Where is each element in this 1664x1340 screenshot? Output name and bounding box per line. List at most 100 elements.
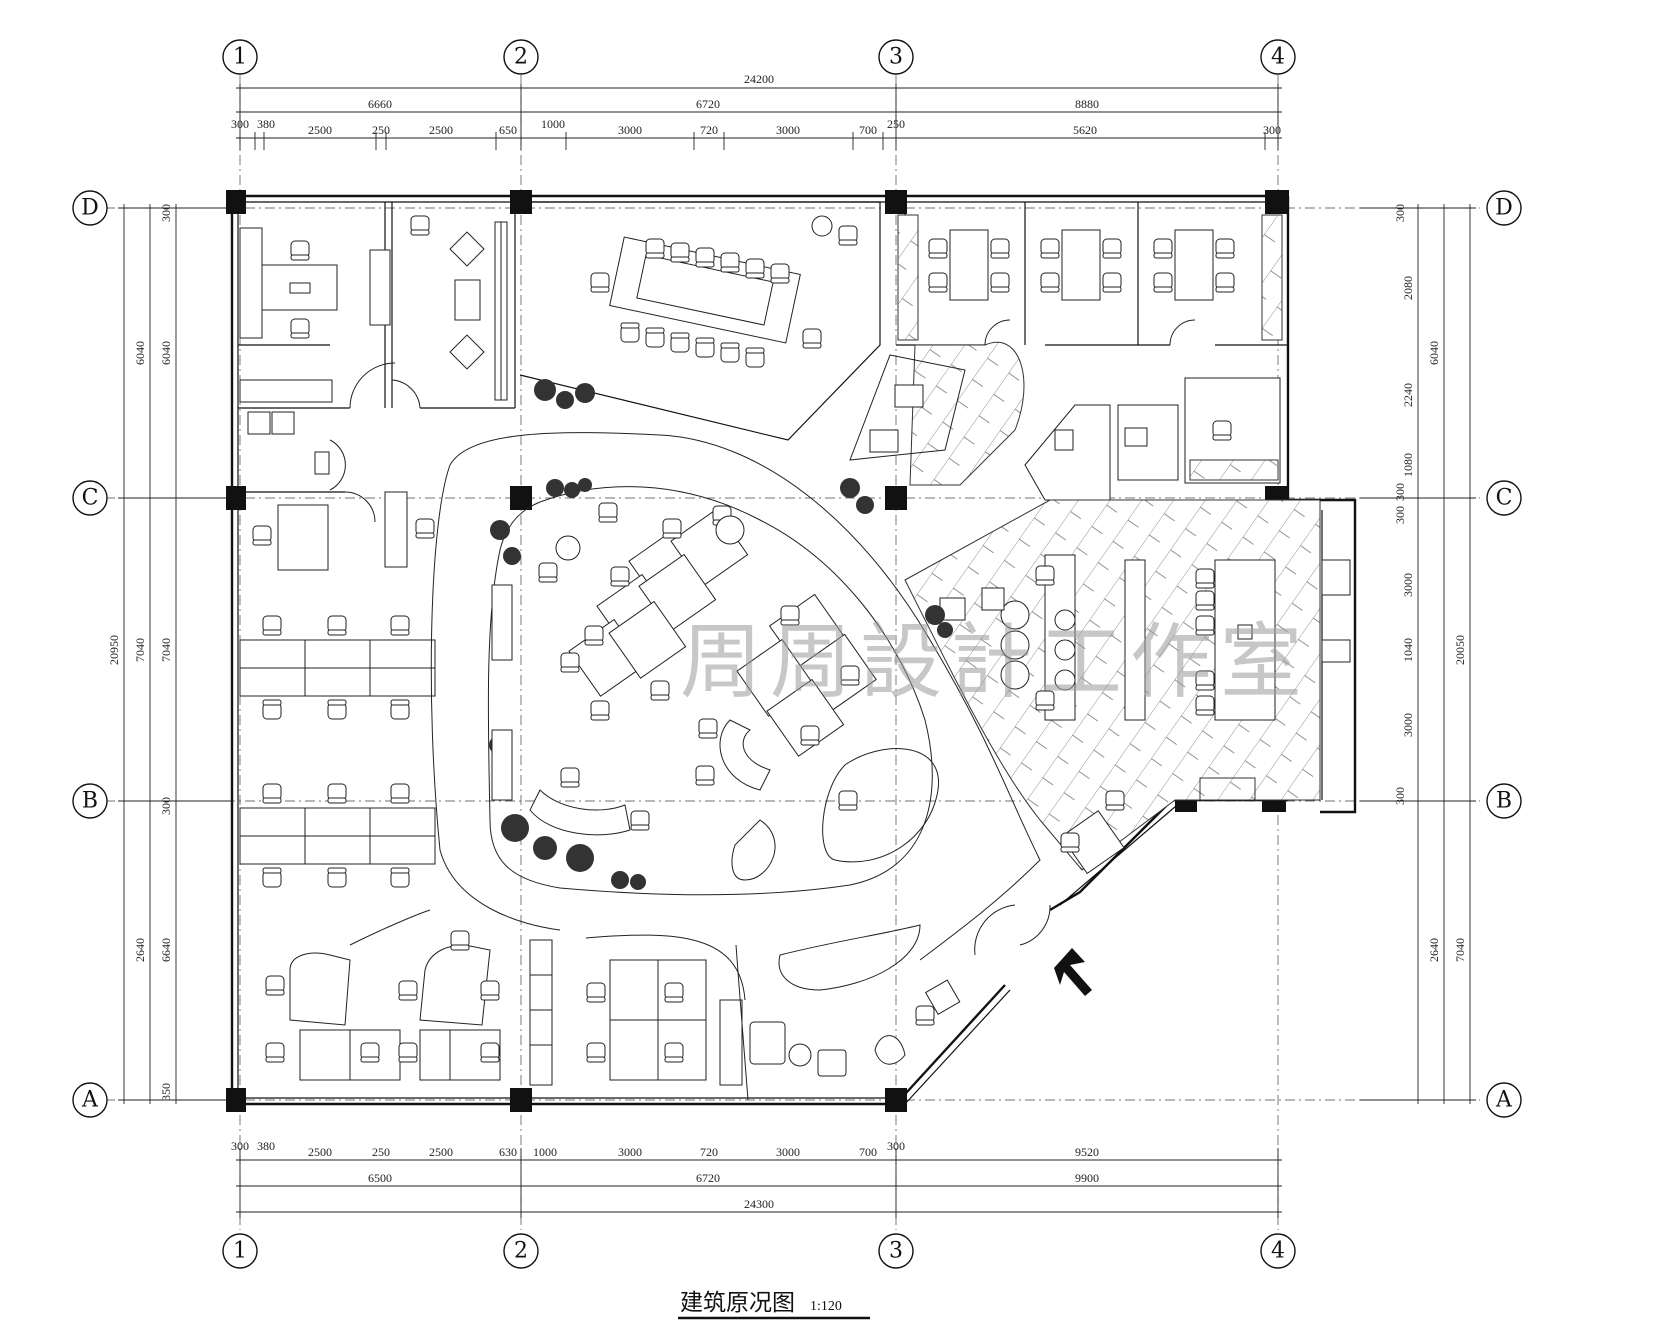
dim-bottom-detail-9: 720 (700, 1145, 718, 1159)
central-workstations (529, 502, 877, 881)
dim-top-detail-5: 2500 (429, 123, 453, 137)
dim-right-seg-1: 6040 (1427, 341, 1441, 365)
dim-bottom-detail-3: 2500 (308, 1145, 332, 1159)
dim-right-detail-5: 300 (1393, 483, 1407, 501)
axis-label-2-top: 2 (514, 45, 528, 70)
dim-top-detail-14: 300 (1263, 123, 1281, 137)
dim-left-detail-2: 6040 (159, 341, 173, 365)
bottom-dimensions: 300 380 2500 250 2500 630 1000 3000 720 … (231, 1139, 1282, 1218)
axis-label-D-right: D (1495, 196, 1513, 221)
dim-bottom-detail-2: 380 (257, 1139, 275, 1153)
dim-left-total: 20950 (107, 635, 121, 665)
dim-bottom-detail-11: 700 (859, 1145, 877, 1159)
dim-right-detail-3: 2240 (1401, 383, 1415, 407)
dim-left-seg-1: 6040 (133, 341, 147, 365)
axis-bubbles-top: 1 2 3 4 (222, 39, 1296, 75)
entrance (974, 904, 1092, 996)
dim-left-detail-5: 6640 (159, 938, 173, 962)
axis-label-1-top: 1 (233, 45, 247, 70)
axis-label-D-left: D (81, 196, 99, 221)
office-suite-top-left (238, 202, 516, 491)
dim-top-detail-6: 650 (499, 123, 517, 137)
central-planters (489, 478, 953, 890)
drawing-title-block: 建筑原况图 1:120 (678, 1290, 870, 1320)
entrance-arrow-icon (1054, 948, 1092, 996)
axis-label-C-left: C (82, 486, 99, 511)
dim-bottom-detail-12: 300 (887, 1139, 905, 1153)
watermark: 周周設計工作室 (680, 615, 1310, 710)
dim-right-detail-1: 300 (1393, 204, 1407, 222)
drawing-scale: 1:120 (810, 1299, 842, 1314)
dim-top-detail-8: 3000 (618, 123, 642, 137)
dim-top-detail-11: 700 (859, 123, 877, 137)
dim-right-total: 20050 (1453, 635, 1467, 665)
dim-right-detail-4: 1080 (1401, 453, 1415, 477)
left-dimensions: 20950 6040 7040 2640 300 6040 7040 300 6… (107, 204, 232, 1104)
dim-top-seg-1: 6660 (368, 97, 392, 111)
dim-right-detail-8: 1040 (1401, 638, 1415, 662)
axis-label-B-right: B (1496, 789, 1512, 814)
dim-left-detail-1: 300 (159, 204, 173, 222)
dim-left-detail-3: 7040 (159, 638, 173, 662)
dim-bottom-detail-7: 1000 (533, 1145, 557, 1159)
dim-bottom-detail-13: 9520 (1075, 1145, 1099, 1159)
dim-right-seg-3: 7040 (1453, 938, 1467, 962)
dim-top-detail-3: 2500 (308, 123, 332, 137)
dim-top-detail-10: 3000 (776, 123, 800, 137)
dim-top-detail-13: 5620 (1073, 123, 1097, 137)
dim-bottom-total: 24300 (744, 1197, 774, 1211)
pantry-area (904, 499, 1351, 875)
dim-right-detail-10: 300 (1393, 787, 1407, 805)
dim-top-detail-9: 720 (700, 123, 718, 137)
dim-top-seg-3: 8880 (1075, 97, 1099, 111)
top-dimensions: 24200 6660 6720 8880 300 380 2500 250 25… (231, 72, 1282, 150)
planter-meeting (534, 379, 874, 514)
dim-top-detail-4: 250 (372, 123, 390, 137)
axis-label-2-bottom: 2 (514, 1239, 528, 1264)
axis-label-A-left: A (81, 1088, 99, 1113)
dim-bottom-detail-1: 300 (231, 1139, 249, 1153)
drawing-title: 建筑原况图 (680, 1290, 795, 1316)
dim-left-seg-2: 7040 (133, 638, 147, 662)
dim-bottom-seg-1: 6500 (368, 1171, 392, 1185)
dim-top-detail-2: 380 (257, 117, 275, 131)
axis-label-B-left: B (82, 789, 98, 814)
dim-right-detail-2: 2080 (1401, 276, 1415, 300)
axis-label-C-right: C (1496, 486, 1513, 511)
dim-top-detail-1: 300 (231, 117, 249, 131)
axis-bubbles-right: D C B A (1486, 190, 1522, 1118)
dim-right-detail-9: 3000 (1401, 713, 1415, 737)
dim-bottom-seg-3: 9900 (1075, 1171, 1099, 1185)
dim-bottom-detail-6: 630 (499, 1145, 517, 1159)
top-right-rooms (896, 202, 1288, 346)
dim-left-detail-4: 300 (159, 797, 173, 815)
left-workstations (238, 491, 436, 888)
axis-bubbles-bottom: 1 2 3 4 (222, 1233, 1296, 1269)
dim-right-seg-2: 2640 (1427, 938, 1441, 962)
right-dimensions: 300 2080 2240 1080 300 300 3000 1040 300… (1360, 204, 1476, 1104)
dim-bottom-seg-2: 6720 (696, 1171, 720, 1185)
bottom-workstations (265, 909, 961, 1086)
axis-bubbles-left: D C B A (72, 190, 108, 1118)
dim-right-detail-6: 300 (1393, 506, 1407, 524)
axis-label-4-bottom: 4 (1271, 1239, 1285, 1264)
axis-label-4-top: 4 (1271, 45, 1285, 70)
dim-left-seg-3: 2640 (133, 938, 147, 962)
dim-top-detail-7: 1000 (541, 117, 565, 131)
dim-bottom-detail-10: 3000 (776, 1145, 800, 1159)
dim-bottom-detail-5: 2500 (429, 1145, 453, 1159)
top-detail-ticks (254, 132, 1266, 150)
restroom-block (849, 341, 1281, 501)
axis-label-1-bottom: 1 (233, 1239, 247, 1264)
dim-left-detail-6: 350 (159, 1083, 173, 1101)
dim-right-detail-7: 3000 (1401, 573, 1415, 597)
dim-bottom-detail-8: 3000 (618, 1145, 642, 1159)
meeting-room (519, 201, 881, 441)
dim-top-detail-12: 250 (887, 117, 905, 131)
dim-top-total: 24200 (744, 72, 774, 86)
dim-bottom-detail-4: 250 (372, 1145, 390, 1159)
axis-label-3-top: 3 (889, 45, 903, 70)
axis-label-3-bottom: 3 (889, 1239, 903, 1264)
dim-top-seg-2: 6720 (696, 97, 720, 111)
